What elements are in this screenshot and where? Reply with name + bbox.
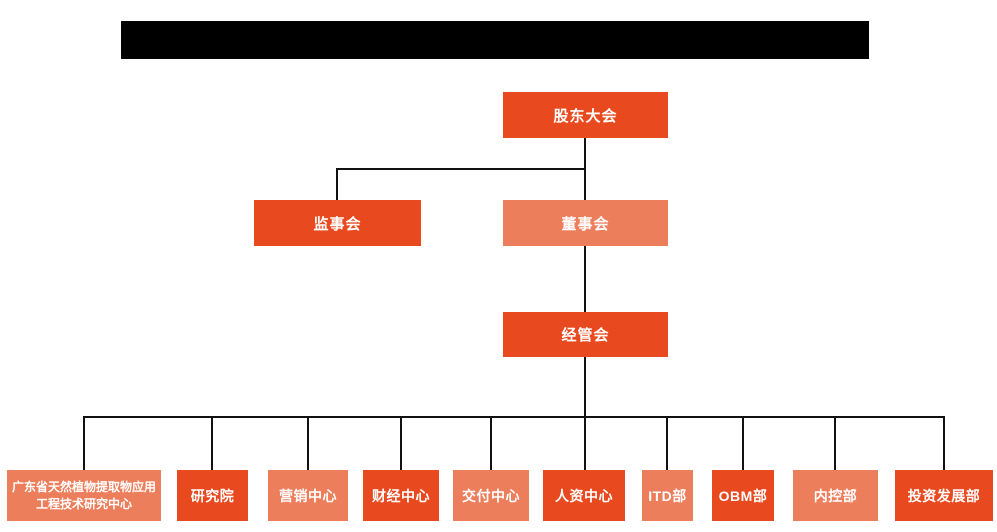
connector-drop-2 (211, 416, 213, 470)
connector-drop-6 (584, 416, 586, 470)
connector-branch-horizontal (336, 168, 586, 170)
org-node-marketing-center: 营销中心 (268, 470, 348, 521)
org-node-investment-development-department: 投资发展部 (895, 470, 993, 521)
redacted-title-bar (121, 21, 869, 59)
org-node-obm-department: OBM部 (712, 470, 774, 521)
org-node-management-committee: 经管会 (503, 312, 668, 357)
org-node-board-of-directors: 董事会 (503, 200, 668, 246)
connector-board-to-management (584, 246, 586, 312)
org-node-delivery-center: 交付中心 (453, 470, 529, 521)
org-node-shareholders-meeting: 股东大会 (503, 92, 668, 138)
connector-drop-4 (400, 416, 402, 470)
org-node-research-institute: 研究院 (177, 470, 248, 521)
org-node-supervisory-board: 监事会 (254, 200, 421, 246)
org-node-research-center: 广东省天然植物提取物应用工程技术研究中心 (7, 470, 161, 521)
connector-drop-3 (307, 416, 309, 470)
org-node-internal-control-department: 内控部 (793, 470, 878, 521)
connector-drop-1 (83, 416, 85, 470)
connector-supervisory-drop (336, 168, 338, 200)
connector-drop-5 (490, 416, 492, 470)
connector-drop-9 (834, 416, 836, 470)
org-node-finance-center: 财经中心 (363, 470, 439, 521)
connector-bus-horizontal (84, 416, 945, 418)
connector-drop-8 (742, 416, 744, 470)
connector-management-to-bus (584, 357, 586, 417)
connector-drop-7 (666, 416, 668, 470)
connector-drop-10 (943, 416, 945, 470)
org-node-itd-department: ITD部 (642, 470, 693, 521)
org-node-hr-center: 人资中心 (543, 470, 625, 521)
